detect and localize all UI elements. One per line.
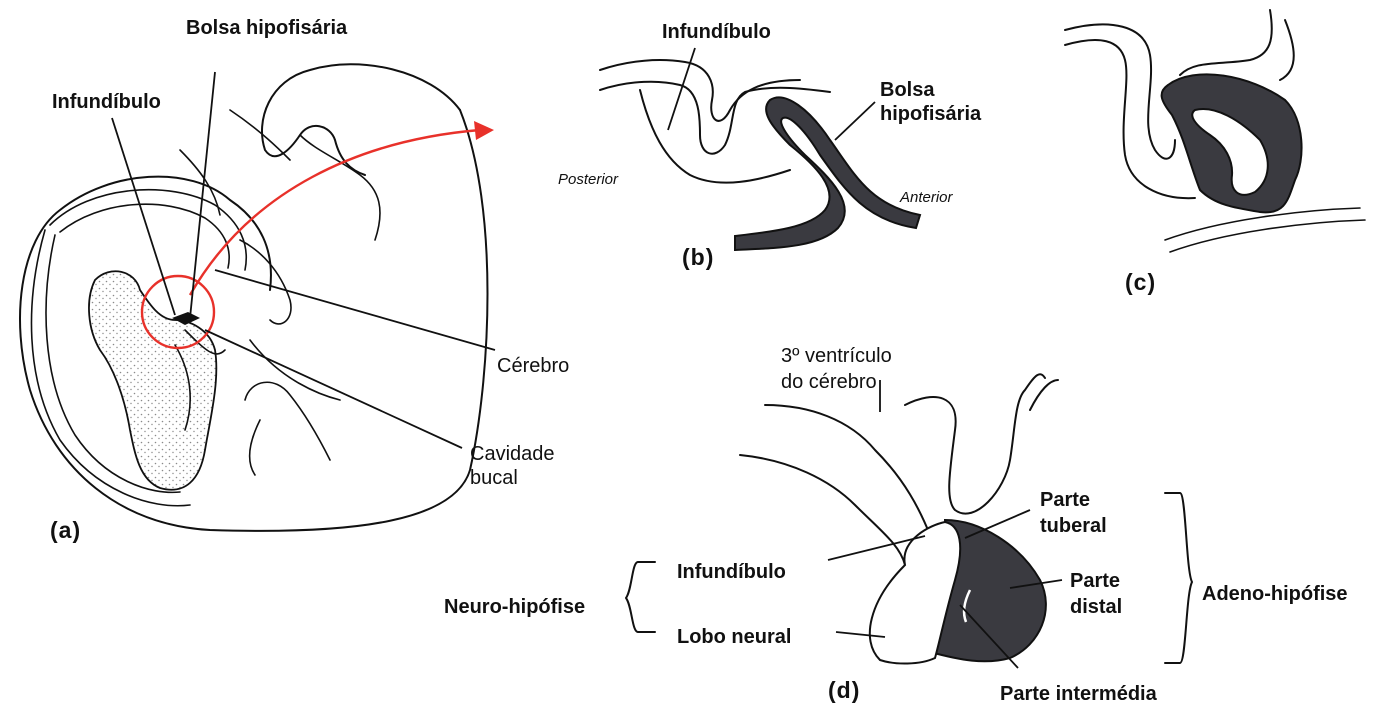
label-infundibulo-d: Infundíbulo [677,561,786,583]
label-infundibulo-a: Infundíbulo [52,91,161,113]
label-cerebro: Cérebro [497,355,569,377]
label-bolsa-b-1: Bolsa [880,79,935,101]
panel-tag-b: (b) [682,244,714,270]
label-adeno-hipofise: Adeno-hipófise [1202,583,1348,605]
panel-tag-a: (a) [50,517,81,543]
label-anterior: Anterior [899,189,954,206]
label-neuro-hipofise: Neuro-hipófise [444,596,585,618]
label-parte-tuberal-2: tuberal [1040,515,1107,537]
panel-b-drawing [600,60,920,250]
label-posterior: Posterior [558,171,619,188]
label-parte-distal-2: distal [1070,596,1122,618]
leader-bolsa-a [190,72,215,318]
leader-cerebro [215,270,495,350]
label-lobo-neural: Lobo neural [677,626,791,648]
leader-parte-tuberal [965,510,1030,538]
label-cavidade: Cavidade [470,443,555,465]
brace-neuro-hipofise [626,562,655,632]
leader-cavidade [205,330,462,448]
label-ventriculo-1: 3º ventrículo [781,345,892,367]
panel-tag-d: (d) [828,677,860,703]
panel-tag-c: (c) [1125,269,1156,295]
panel-a-embryo-drawing [20,64,494,531]
label-bolsa-hipofisaria-a: Bolsa hipofisária [186,17,348,39]
label-bolsa-b-2: hipofisária [880,103,982,125]
label-ventriculo-2: do cérebro [781,371,877,393]
label-parte-tuberal-1: Parte [1040,489,1090,511]
leader-bolsa-b [835,102,875,140]
label-parte-distal-1: Parte [1070,570,1120,592]
brace-adeno-hipofise [1165,493,1192,663]
label-bucal: bucal [470,467,518,489]
label-infundibulo-b: Infundíbulo [662,21,771,43]
label-parte-intermedia: Parte intermédia [1000,683,1158,705]
panel-c-drawing [1065,10,1365,252]
